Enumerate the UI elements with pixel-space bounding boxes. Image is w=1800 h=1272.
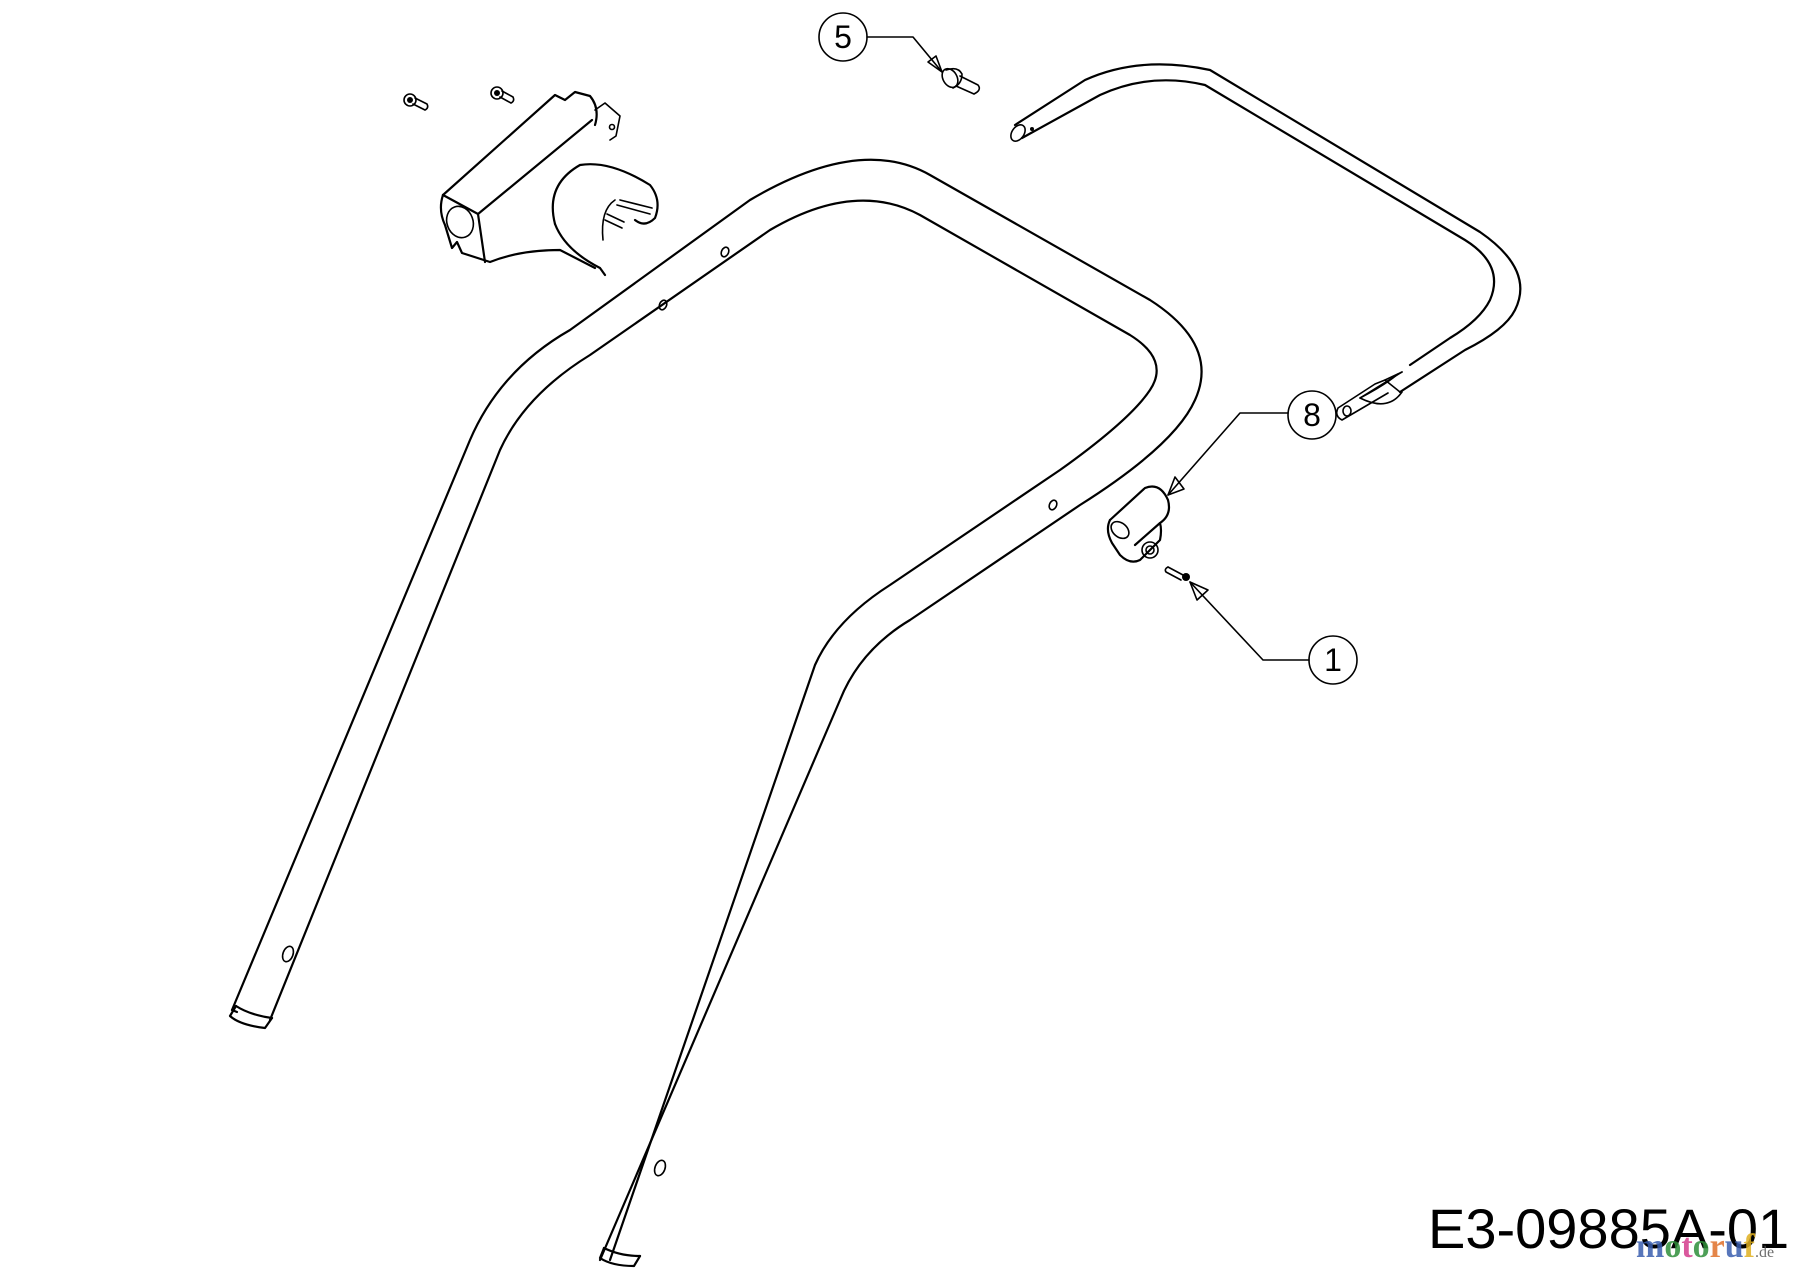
watermark-logo: motoruf.de [1636,1228,1774,1266]
watermark-letter: o [1692,1228,1710,1265]
watermark-letter: t [1681,1228,1693,1265]
callout-1: 1 [1189,581,1358,685]
watermark-suffix: .de [1755,1244,1775,1261]
cable-bracket [439,90,659,277]
drawing-id-label: E3-09885A-01 [1428,1197,1790,1260]
watermark-letter: m [1636,1228,1665,1265]
part-5-pin [941,67,981,95]
part-8-clamp [1106,485,1171,563]
upper-handle-bar [1010,63,1522,421]
svg-text:5: 5 [834,19,852,55]
watermark-letter: u [1724,1228,1744,1265]
watermark-letter: o [1664,1228,1682,1265]
watermark-letter: f [1743,1228,1755,1265]
watermark-letter: r [1709,1228,1725,1265]
part-1-screw [1164,566,1190,581]
callout-5: 5 [818,12,943,73]
bracket-screws [403,86,515,111]
svg-text:8: 8 [1303,397,1321,433]
svg-text:1: 1 [1324,642,1342,678]
main-handle [228,158,1203,1268]
callout-8: 8 [1167,390,1337,496]
